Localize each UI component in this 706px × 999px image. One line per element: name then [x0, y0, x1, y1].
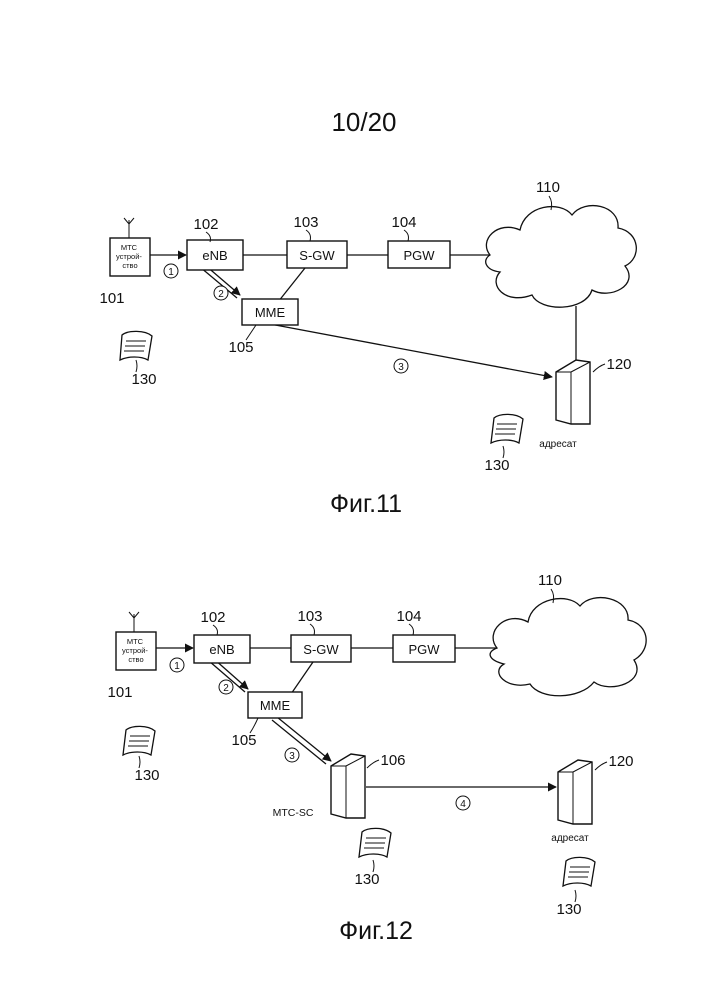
ref-104: 104 — [391, 214, 416, 231]
ref-110: 110 — [538, 572, 562, 589]
svg-text:4: 4 — [460, 799, 466, 810]
step-3-marker: 3 — [285, 748, 299, 762]
network-cloud-icon — [486, 206, 637, 308]
message-document-icon — [491, 414, 523, 443]
figure-11: МТС устрой- ство 101 eNB 102 S-GW 103 PG… — [99, 179, 636, 518]
antenna-icon — [124, 218, 134, 238]
mme-label: MME — [255, 305, 286, 320]
ref-120: 120 — [608, 753, 633, 770]
ref-130: 130 — [354, 871, 379, 888]
svg-text:3: 3 — [398, 362, 404, 373]
ref-106: 106 — [380, 752, 405, 769]
step-3-arrow — [270, 324, 552, 377]
ref-130: 130 — [131, 371, 156, 388]
sgw-label: S-GW — [299, 248, 335, 263]
ref-105: 105 — [228, 339, 253, 356]
ref-130: 130 — [556, 901, 581, 918]
network-cloud-icon — [490, 598, 646, 696]
step-3-marker: 3 — [394, 359, 408, 373]
pgw-label: PGW — [408, 642, 440, 657]
ref-104: 104 — [396, 608, 421, 625]
ref-105: 105 — [231, 732, 256, 749]
ref-103: 103 — [293, 214, 318, 231]
step-2-marker: 2 — [219, 680, 233, 694]
figure-12: МТС устрой- ство 101 eNB 102 S-GW 103 PG… — [107, 572, 646, 945]
message-document-icon — [563, 857, 595, 886]
link-sgw-mme — [291, 662, 313, 694]
ref-120: 120 — [606, 356, 631, 373]
ref-130: 130 — [484, 457, 509, 474]
sgw-label: S-GW — [303, 642, 339, 657]
antenna-icon — [129, 612, 139, 632]
mme-label: MME — [260, 698, 291, 713]
step-2-marker: 2 — [214, 286, 228, 300]
enb-label: eNB — [202, 248, 227, 263]
message-document-icon — [123, 726, 155, 755]
ref-103: 103 — [297, 608, 322, 625]
page-number: 10/20 — [331, 107, 396, 137]
step-1-marker: 1 — [164, 264, 178, 278]
message-document-icon — [120, 331, 152, 360]
recipient-label: адресат — [539, 439, 577, 450]
ref-101: 101 — [107, 684, 132, 701]
message-document-icon — [359, 828, 391, 857]
svg-text:2: 2 — [223, 683, 229, 694]
link-sgw-mme — [278, 268, 305, 302]
recipient-server-icon — [558, 760, 592, 824]
svg-text:2: 2 — [218, 289, 224, 300]
pgw-label: PGW — [403, 248, 435, 263]
recipient-label: адресат — [551, 833, 589, 844]
figure-caption: Фиг.11 — [330, 490, 402, 518]
step-4-marker: 4 — [456, 796, 470, 810]
ref-102: 102 — [193, 216, 218, 233]
mtc-sc-server-icon — [331, 754, 365, 818]
figure-caption: Фиг.12 — [339, 917, 413, 945]
svg-text:1: 1 — [174, 661, 180, 672]
ref-101: 101 — [99, 290, 124, 307]
svg-text:3: 3 — [289, 751, 295, 762]
ref-130: 130 — [134, 767, 159, 784]
step-1-marker: 1 — [170, 658, 184, 672]
step-3-arrow — [272, 717, 331, 764]
svg-text:1: 1 — [168, 267, 174, 278]
mtc-sc-label: MTC-SC — [273, 807, 314, 819]
ref-110: 110 — [536, 179, 560, 196]
recipient-server-icon — [556, 360, 590, 424]
ref-102: 102 — [200, 609, 225, 626]
enb-label: eNB — [209, 642, 234, 657]
